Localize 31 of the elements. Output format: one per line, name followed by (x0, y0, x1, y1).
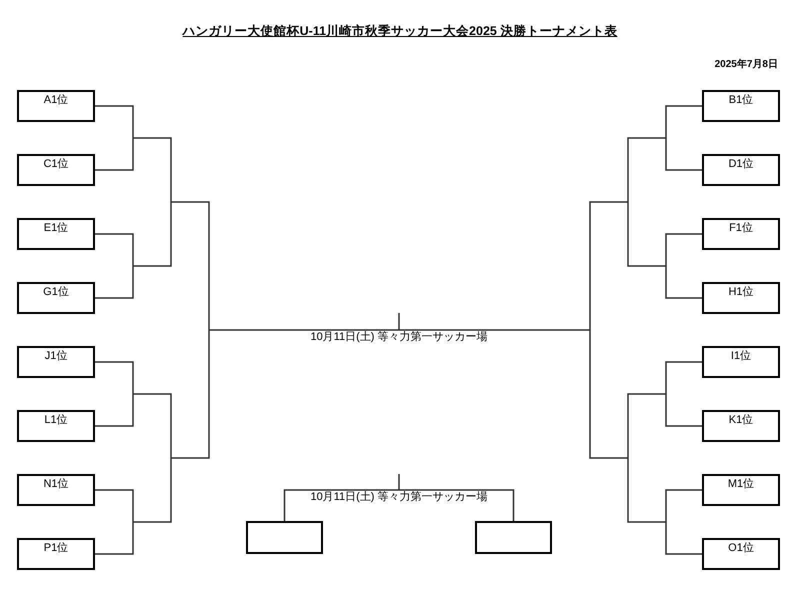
bracket-line (95, 361, 134, 427)
team-box: H1位 (702, 282, 780, 314)
blank-box (475, 521, 552, 554)
team-box: A1位 (17, 90, 95, 122)
bracket-line (665, 361, 702, 427)
team-box: I1位 (702, 346, 780, 378)
team-box: K1位 (702, 410, 780, 442)
bracket-line (665, 489, 702, 555)
team-box: M1位 (702, 474, 780, 506)
team-box: E1位 (17, 218, 95, 250)
team-box: J1位 (17, 346, 95, 378)
edge-label: 10月11日(土) 等々力第一サッカー場 (308, 491, 490, 504)
team-box: L1位 (17, 410, 95, 442)
team-box: O1位 (702, 538, 780, 570)
team-box: B1位 (702, 90, 780, 122)
bracket-line (665, 233, 702, 299)
title: ハンガリー大使館杯U-11川崎市秋季サッカー大会2025 決勝トーナメント表 (182, 23, 618, 39)
bracket-line (665, 105, 702, 171)
team-box: F1位 (702, 218, 780, 250)
bracket-line (95, 233, 134, 299)
team-box: G1位 (17, 282, 95, 314)
team-box: D1位 (702, 154, 780, 186)
blank-box (246, 521, 323, 554)
team-box: P1位 (17, 538, 95, 570)
team-box: N1位 (17, 474, 95, 506)
schedule-label: 10月11日(土) 等々力第一サッカー場 (310, 331, 488, 344)
bracket-line (95, 105, 134, 171)
bracket-line (95, 489, 134, 555)
bracket-line (284, 489, 514, 521)
team-box: C1位 (17, 154, 95, 186)
date-label: 2025年7月8日 (714, 59, 778, 71)
